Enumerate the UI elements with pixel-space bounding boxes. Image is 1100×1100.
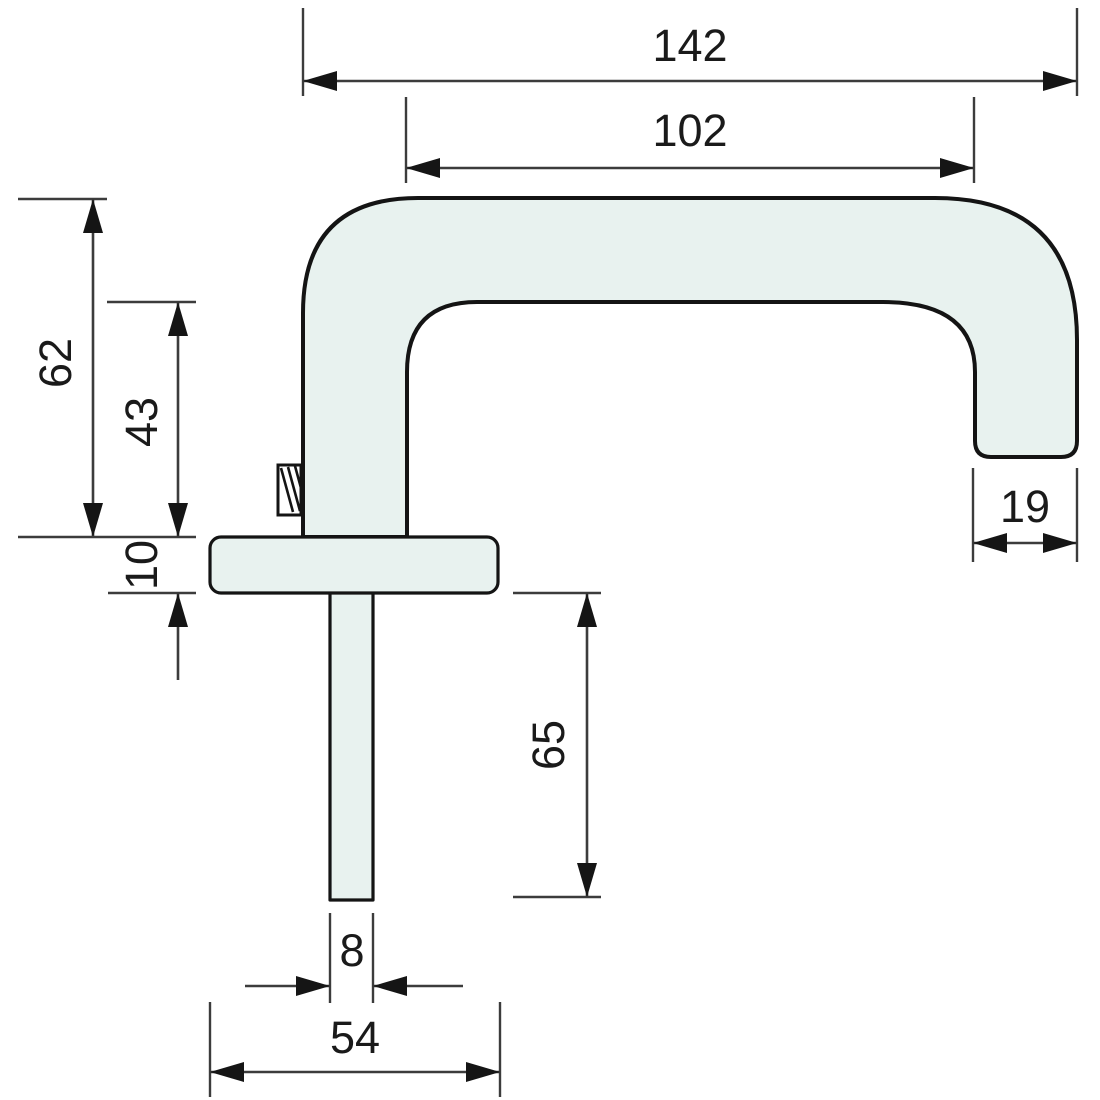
spindle <box>328 563 375 902</box>
arrow-right-icon <box>1043 533 1077 553</box>
arrow-up-icon <box>83 199 103 233</box>
arrow-right-icon <box>940 158 974 178</box>
dim-inner-grip-length: 102 <box>404 97 976 183</box>
dim-spindle-square: 8 <box>245 913 463 1003</box>
arrow-up-icon <box>577 593 597 627</box>
rose-plate <box>208 535 500 595</box>
dim-total-height-label: 62 <box>30 338 81 388</box>
dim-spindle-square-label: 8 <box>339 925 364 976</box>
dim-overall-length: 142 <box>301 8 1079 96</box>
dim-grip-diameter: 19 <box>971 468 1079 562</box>
arrow-right-icon <box>466 1062 500 1082</box>
arrow-right-icon <box>296 976 330 996</box>
dim-spindle-length-label: 65 <box>523 720 574 770</box>
arrow-left-icon <box>210 1062 244 1082</box>
dim-under-grip-height-label: 43 <box>116 397 167 447</box>
dim-rose-thickness-label: 10 <box>116 540 167 590</box>
arrow-left-icon <box>303 71 337 91</box>
arrow-right-icon <box>1043 71 1077 91</box>
handle-outline <box>301 196 1079 539</box>
arrow-left-icon <box>973 533 1007 553</box>
dim-spindle-length: 65 <box>513 591 601 899</box>
dim-grip-diameter-label: 19 <box>1000 481 1050 532</box>
dim-rose-thickness: 10 <box>108 540 196 680</box>
arrow-left-icon <box>373 976 407 996</box>
arrow-down-icon <box>168 503 188 537</box>
dim-inner-grip-length-label: 102 <box>652 105 727 156</box>
grub-screw-icon <box>276 463 303 517</box>
handle-part <box>208 196 1079 902</box>
arrow-up-icon <box>168 302 188 336</box>
dim-under-grip-height: 43 <box>18 300 196 539</box>
arrow-left-icon <box>406 158 440 178</box>
dim-rose-diameter-label: 54 <box>330 1012 380 1063</box>
arrow-up-icon <box>168 593 188 627</box>
dim-rose-diameter: 54 <box>208 1002 502 1097</box>
dim-overall-length-label: 142 <box>652 20 727 71</box>
dim-total-height: 62 <box>18 197 107 537</box>
arrow-down-icon <box>83 503 103 537</box>
arrow-down-icon <box>577 863 597 897</box>
